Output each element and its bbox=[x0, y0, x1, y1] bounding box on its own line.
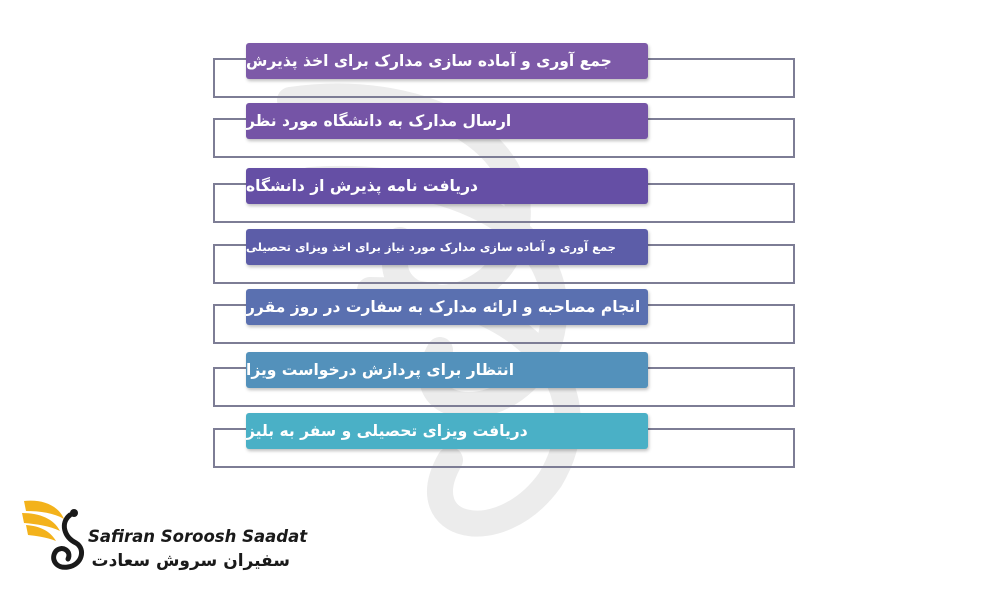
company-logo: Safiran Soroosh Saadat سفیران سروش سعادت bbox=[20, 493, 307, 583]
step-label: دریافت ویزای تحصیلی و سفر به بلیز bbox=[246, 413, 648, 449]
step-label: جمع آوری و آماده سازی مدارک برای اخذ پذی… bbox=[246, 43, 648, 79]
step-label: انجام مصاحبه و ارائه مدارک به سفارت در ر… bbox=[246, 289, 648, 325]
step-label: دریافت نامه پذیرش از دانشگاه bbox=[246, 168, 648, 204]
logo-persian-name: سفیران سروش سعادت bbox=[91, 551, 290, 571]
step-label: انتظار برای پردازش درخواست ویزا bbox=[246, 352, 648, 388]
process-step-5: انجام مصاحبه و ارائه مدارک به سفارت در ر… bbox=[213, 289, 795, 344]
process-step-2: ارسال مدارک به دانشگاه مورد نظر bbox=[213, 103, 795, 158]
process-step-1: جمع آوری و آماده سازی مدارک برای اخذ پذی… bbox=[213, 43, 795, 98]
process-step-7: دریافت ویزای تحصیلی و سفر به بلیز bbox=[213, 413, 795, 468]
bird-wings-icon bbox=[22, 500, 85, 570]
process-step-6: انتظار برای پردازش درخواست ویزا bbox=[213, 352, 795, 407]
step-label: جمع آوری و آماده سازی مدارک مورد نیاز بر… bbox=[246, 229, 648, 265]
process-step-4: جمع آوری و آماده سازی مدارک مورد نیاز بر… bbox=[213, 229, 795, 284]
step-label: ارسال مدارک به دانشگاه مورد نظر bbox=[246, 103, 648, 139]
process-step-3: دریافت نامه پذیرش از دانشگاه bbox=[213, 168, 795, 223]
logo-english-name: Safiran Soroosh Saadat bbox=[88, 527, 308, 546]
